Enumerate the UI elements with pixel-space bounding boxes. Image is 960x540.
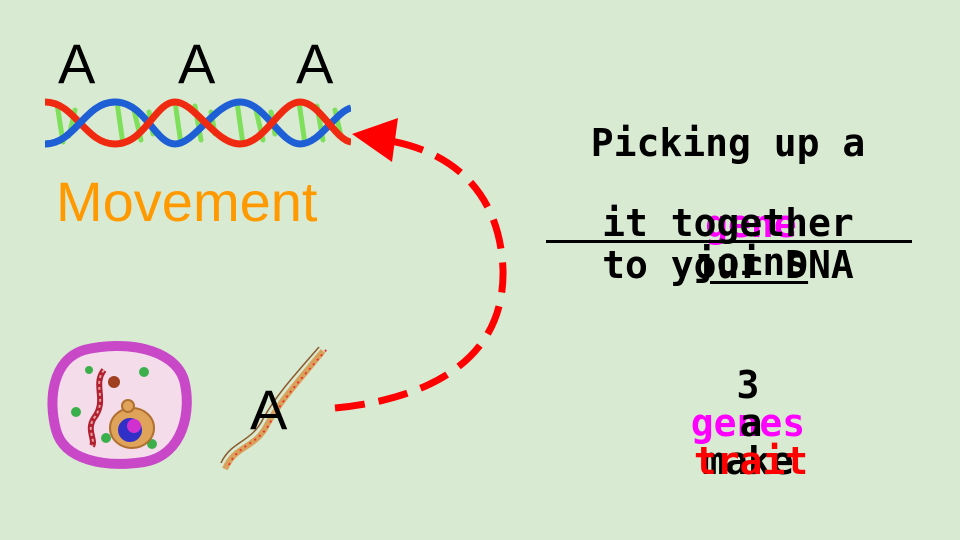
dna-letter-1: A — [58, 32, 96, 95]
pickup-gene-letter: A — [250, 378, 288, 441]
trait-label-movement: Movement — [56, 170, 318, 233]
explanation-line-6: a trait — [528, 366, 928, 480]
dna-letter-2: A — [178, 32, 216, 95]
explanation-line-3: it together — [602, 201, 854, 245]
explanation-line-2: gene joins — [528, 167, 928, 281]
joins-word: joins — [693, 240, 809, 284]
dna-helix-icon — [45, 98, 351, 148]
a-word: a — [739, 401, 763, 445]
trait-word: trait — [693, 439, 809, 483]
gene-strand-icon — [220, 346, 328, 471]
dna-letter-3: A — [296, 32, 334, 95]
explanation-line-5: 3 genes make — [510, 328, 940, 480]
make-word: make — [702, 439, 794, 483]
explanation-line-1: Picking up a — [590, 121, 866, 165]
underline-line-3 — [546, 240, 912, 243]
gene-word: gene — [705, 202, 797, 246]
cell-icon — [47, 340, 192, 469]
three-number: 3 — [736, 363, 760, 407]
genes-word: genes — [690, 401, 806, 445]
explanation-line-4: to your DNA — [602, 243, 854, 287]
